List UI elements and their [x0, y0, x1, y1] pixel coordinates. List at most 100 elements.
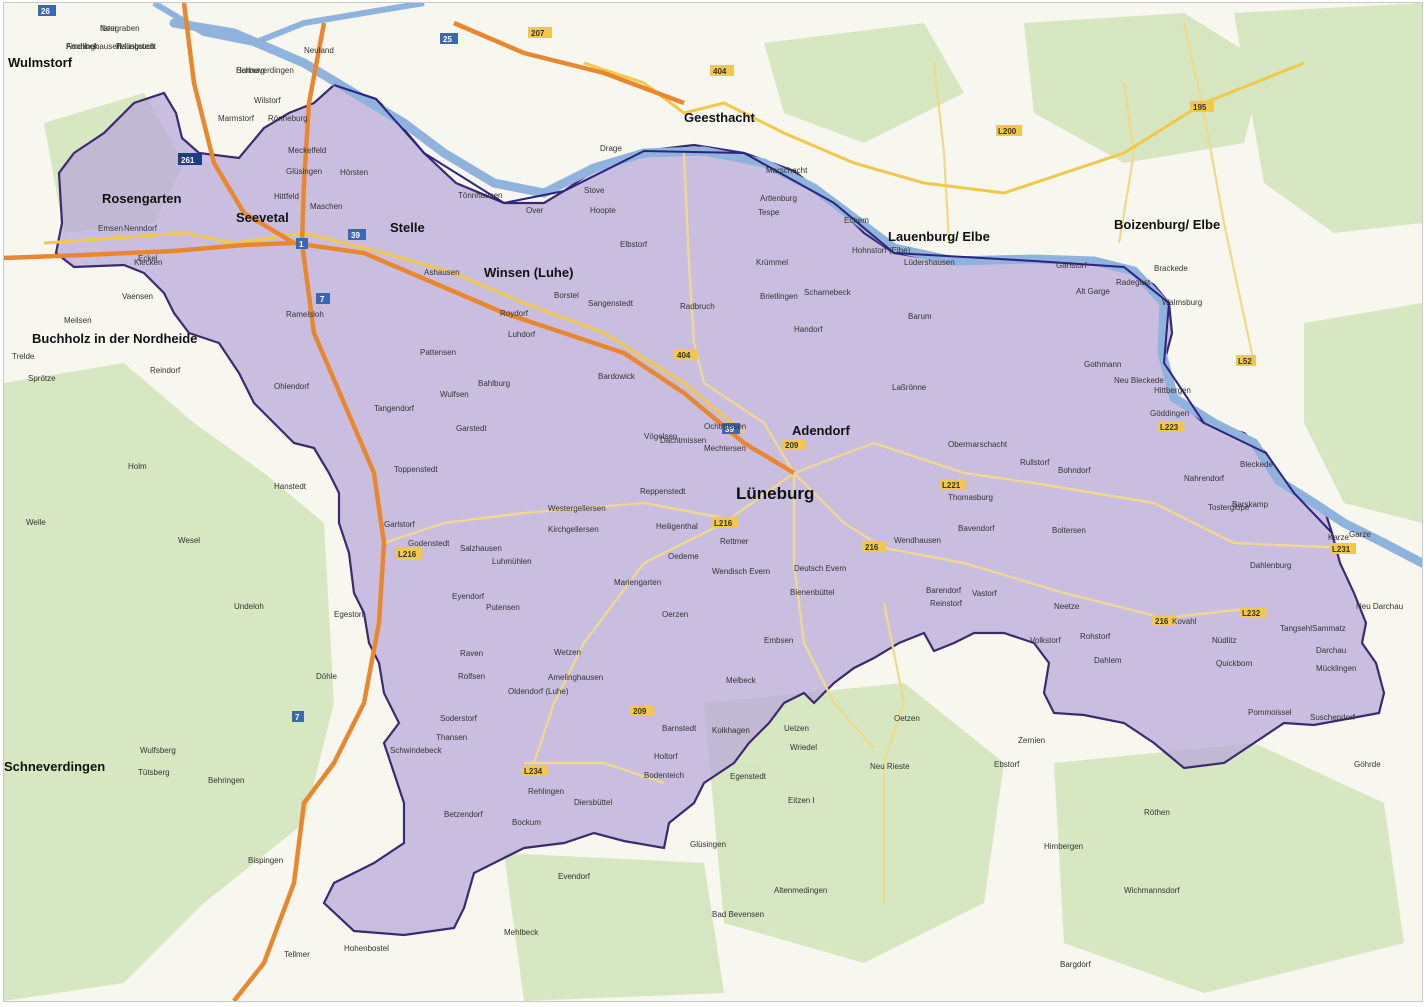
place-label: Rosengarten — [102, 191, 182, 206]
place-label: Garze — [1349, 530, 1371, 539]
road-shield-207: 207 — [528, 27, 552, 38]
road-shield-404: 404 — [710, 65, 734, 76]
place-label: Scharnebeck — [804, 288, 852, 297]
place-label: Tespe — [758, 208, 780, 217]
place-label: Garstedt — [456, 424, 487, 433]
place-label: Rohstorf — [1080, 632, 1111, 641]
place-label: Klecken — [134, 258, 162, 267]
place-label: Reppenstedt — [640, 487, 686, 496]
place-label: Seevetal — [236, 210, 289, 225]
place-label: Putensen — [486, 603, 520, 612]
svg-text:404: 404 — [677, 351, 691, 360]
svg-text:L231: L231 — [1332, 545, 1351, 554]
place-label: Winsen (Luhe) — [484, 265, 573, 280]
place-label: Karze — [1328, 533, 1349, 542]
svg-text:39: 39 — [725, 425, 734, 434]
place-label: Oetzen — [894, 714, 920, 723]
place-label: Ashausen — [424, 268, 460, 277]
place-label: Evendorf — [558, 872, 591, 881]
place-label: Bahlburg — [478, 379, 510, 388]
place-label: Neugraben — [100, 24, 140, 33]
place-label: Bleckede — [1240, 460, 1273, 469]
svg-text:1: 1 — [299, 240, 304, 249]
svg-text:L216: L216 — [398, 550, 417, 559]
place-label: Garlstorf — [1056, 261, 1087, 270]
svg-text:216: 216 — [865, 543, 879, 552]
place-label: Schneverdingen — [4, 759, 105, 774]
place-label: Wulmstorf — [8, 55, 73, 70]
place-label: Wesel — [178, 536, 200, 545]
place-label: Mücklingen — [1316, 664, 1356, 673]
place-label: Nahrendorf — [1184, 474, 1225, 483]
place-label: Barskamp — [1232, 500, 1269, 509]
road-shield-39b: 39 — [722, 423, 740, 434]
place-label: Buchholz in der Nordheide — [32, 331, 197, 346]
road-shield-L234: L234 — [522, 765, 548, 776]
place-label: Echem — [844, 216, 869, 225]
place-label: Toppenstedt — [394, 465, 438, 474]
place-label: Hörsten — [340, 168, 368, 177]
place-label: Göddingen — [1150, 409, 1189, 418]
place-label: Röthen — [1144, 808, 1170, 817]
place-label: Soderstorf — [440, 714, 478, 723]
svg-text:L221: L221 — [942, 481, 961, 490]
place-label: Garlstorf — [384, 520, 415, 529]
place-label: Westergellersen — [548, 504, 606, 513]
place-label: Suschendorf — [1310, 713, 1356, 722]
place-label: Barendorf — [926, 586, 962, 595]
place-label: Elbstorf — [620, 240, 648, 249]
svg-text:L52: L52 — [1238, 357, 1252, 366]
place-label: Ohlendorf — [274, 382, 310, 391]
place-label: Glüsingen — [286, 167, 322, 176]
place-label: Tangsehl — [1280, 624, 1312, 633]
place-label: Tellmer — [284, 950, 310, 959]
place-label: Rettmer — [720, 537, 749, 546]
place-label: Amelinghausen — [548, 673, 603, 682]
svg-text:39: 39 — [351, 231, 360, 240]
place-label: Neuland — [304, 46, 334, 55]
map-canvas[interactable]: 7 39 39 1 261 7 25 26 207 404 404 209 20… — [4, 3, 1422, 1001]
road-shield-216: 216 — [862, 541, 886, 552]
place-label: Wulfsberg — [140, 746, 176, 755]
place-label: Pommoissel — [1248, 708, 1292, 717]
place-label: Wilstorf — [254, 96, 281, 105]
place-label: Barum — [908, 312, 932, 321]
road-shield-L232: L232 — [1240, 607, 1266, 618]
place-label: Neu Bleckede — [1114, 376, 1164, 385]
place-label: Melbeck — [726, 676, 757, 685]
road-shield-404b: 404 — [674, 349, 698, 360]
place-label: Pattensen — [420, 348, 456, 357]
place-label: Hohenbostel — [344, 944, 389, 953]
place-label: Tütsberg — [138, 768, 170, 777]
place-label: Eitzen I — [788, 796, 815, 805]
place-label: Mehlbeck — [504, 928, 539, 937]
place-label: Geesthacht — [684, 110, 755, 125]
place-label: Rehlingen — [528, 787, 564, 796]
map-view[interactable]: 7 39 39 1 261 7 25 26 207 404 404 209 20… — [3, 2, 1423, 1002]
place-label: Thansen — [436, 733, 467, 742]
federal-roads — [43, 61, 1305, 435]
place-label: Laßrönne — [892, 383, 927, 392]
road-shield-L221: L221 — [940, 479, 966, 490]
place-label: Bardowick — [598, 372, 636, 381]
place-label: Gothmann — [1084, 360, 1121, 369]
place-label: Rolfsen — [458, 672, 485, 681]
place-label: Bavendorf — [958, 524, 995, 533]
place-label: Rönneburg — [268, 114, 308, 123]
place-label: Deutsch Evern — [794, 564, 846, 573]
place-label: Volkstorf — [1030, 636, 1061, 645]
place-label: Hoopte — [590, 206, 616, 215]
place-label: Behringen — [208, 776, 244, 785]
place-label: Luhdorf — [508, 330, 536, 339]
road-shield-25: 25 — [440, 33, 458, 44]
road-shield-195: 195 — [1190, 101, 1214, 112]
svg-text:216: 216 — [1155, 617, 1169, 626]
place-label: Dahlem — [1094, 656, 1122, 665]
place-label: Roydorf — [500, 309, 529, 318]
place-label: Luhmühlen — [492, 557, 532, 566]
place-label: Kirchgellersen — [548, 525, 599, 534]
place-label: Handorf — [794, 325, 823, 334]
road-shield-L223: L223 — [1158, 421, 1184, 432]
place-label: Wulfsen — [440, 390, 469, 399]
place-label: Hittfeld — [274, 192, 299, 201]
